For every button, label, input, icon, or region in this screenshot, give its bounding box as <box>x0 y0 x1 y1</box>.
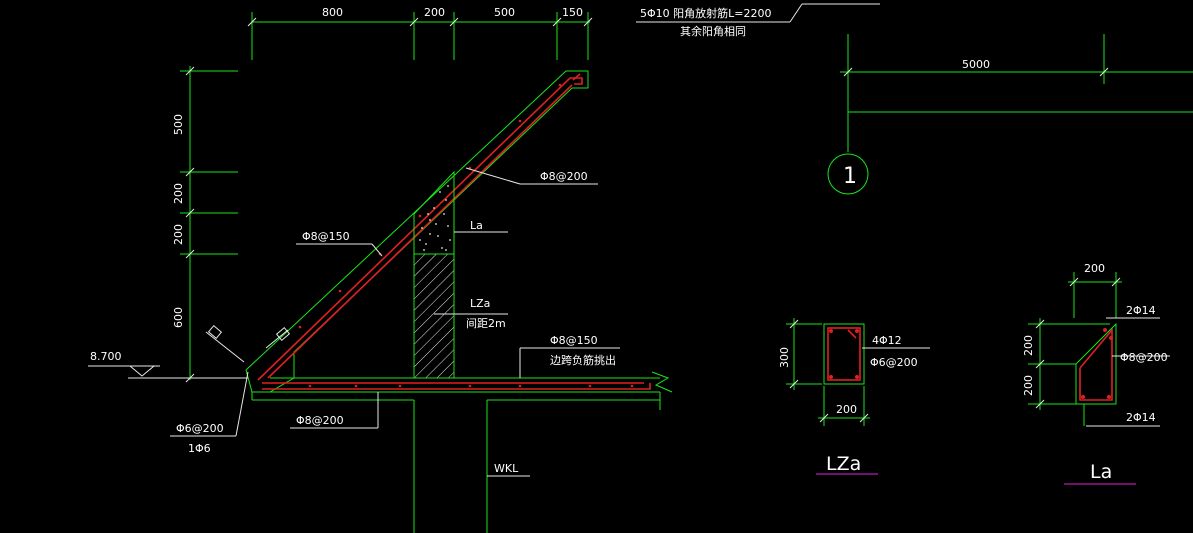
section-lza: 300 200 4Φ12 Φ6@200 LZa <box>778 318 930 475</box>
top-dimension-chain: 800 200 500 150 <box>247 6 593 60</box>
la-width-label: 200 <box>1084 262 1105 275</box>
corner-bar-note: 5Φ10 阳角放射筋L=2200 其余阳角相同 <box>636 3 880 38</box>
la-stirrup: Φ8@200 <box>1120 351 1168 364</box>
slab-bar-top-label: Φ8@200 <box>540 170 588 183</box>
top-dim-500: 500 <box>494 6 515 19</box>
stirrup-label: Φ6@200 <box>176 422 224 435</box>
elevation-mark: 8.700 <box>88 350 248 379</box>
la-top-bars: 2Φ14 <box>1126 304 1156 317</box>
stirrup-leader: Φ6@200 1Φ6 <box>170 325 291 455</box>
axis-bubble <box>827 153 869 195</box>
axis-bubble-number: 1 <box>843 164 857 189</box>
concrete-speckle <box>419 185 451 251</box>
top-dim-150: 150 <box>562 6 583 19</box>
section-la: 200 200 200 2Φ14 Φ8@200 2Φ14 La <box>1022 262 1170 485</box>
axis-grid: 5000 1 <box>827 34 1193 195</box>
bottom-slab: Φ8@150 边跨负筋挑出 Φ8@200 <box>251 334 673 429</box>
top-dim-200: 200 <box>424 6 445 19</box>
left-dim-600: 600 <box>172 307 185 328</box>
column-lz-label: LZa <box>470 297 490 310</box>
left-dim-200b: 200 <box>172 224 185 245</box>
left-dim-200a: 200 <box>172 183 185 204</box>
corner-bars-subtext: 其余阳角相同 <box>680 24 746 38</box>
bottom-bar-label: Φ8@150 <box>550 334 598 347</box>
la-height-top-label: 200 <box>1022 335 1035 356</box>
beam-wkl: WKL <box>413 392 661 533</box>
lza-main-bars: 4Φ12 <box>872 334 902 347</box>
lza-height-label: 300 <box>778 347 791 368</box>
column-elevation: La LZa 间距2m <box>413 170 508 379</box>
la-height-bottom-label: 200 <box>1022 375 1035 396</box>
corner-bars-text: 5Φ10 阳角放射筋L=2200 <box>640 6 772 20</box>
column-spacing-label: 间距2m <box>466 317 506 330</box>
bottom-bar-note-label: 边跨负筋挑出 <box>550 353 616 367</box>
beam-wkl-label: WKL <box>494 462 519 475</box>
elevation-label: 8.700 <box>90 350 122 363</box>
axis-dim-5000: 5000 <box>962 58 990 71</box>
la-title: La <box>1090 461 1112 483</box>
la-bottom-bars: 2Φ14 <box>1126 411 1156 424</box>
lza-stirrup: Φ6@200 <box>870 356 918 369</box>
lza-title: LZa <box>826 453 861 475</box>
lza-width-label: 200 <box>836 403 857 416</box>
slab-rebar-dots <box>298 83 562 329</box>
bottom-bar2-label: Φ8@200 <box>296 414 344 427</box>
left-dimension-chain: 500 200 200 600 <box>172 66 238 383</box>
column-la-label: La <box>470 219 483 232</box>
slab-leaders: Φ8@200 Φ8@150 <box>296 167 598 257</box>
stirrup-sub-label: 1Φ6 <box>188 442 211 455</box>
slab-bar-mid-label: Φ8@150 <box>302 230 350 243</box>
left-dim-500: 500 <box>172 114 185 135</box>
top-dim-800: 800 <box>322 6 343 19</box>
bottom-rebar-dots <box>308 384 634 388</box>
